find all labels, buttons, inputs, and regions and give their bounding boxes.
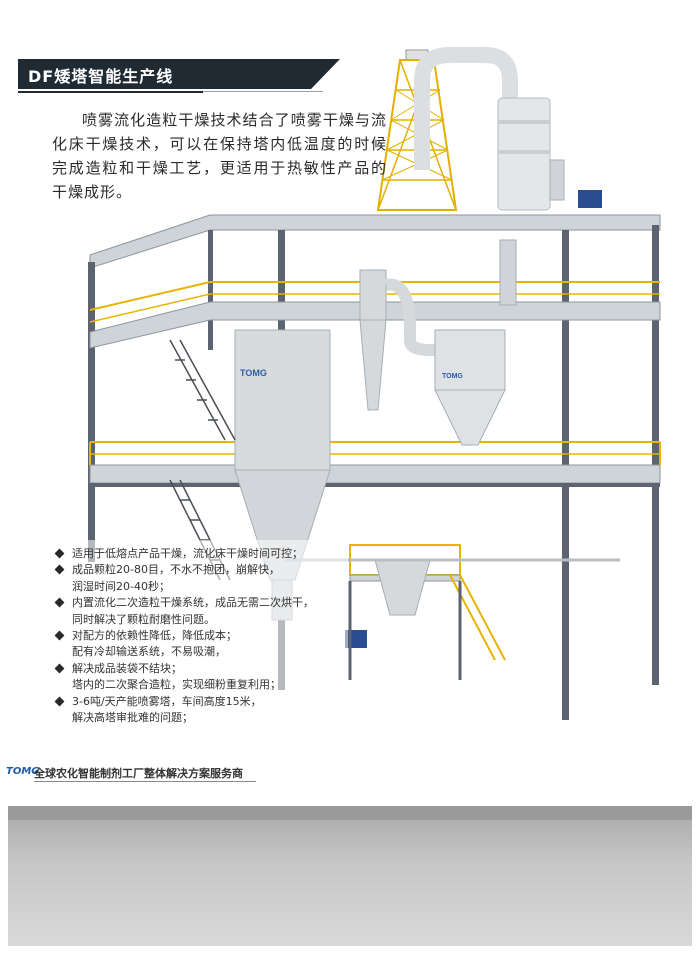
feature-line: 对配方的依赖性降低，降低成本；: [72, 629, 237, 643]
feature-item: 适用于低熔点产品干燥，流化床干燥时间可控；: [54, 546, 344, 562]
production-line-illustration: TOMG TOMG: [88, 47, 661, 720]
title-underline-thin: [203, 91, 323, 92]
diamond-bullet-icon: [54, 564, 65, 575]
feature-item: 解决成品装袋不结块； 塔内的二次聚合造粒，实现细粉重复利用；: [54, 661, 344, 694]
feature-line: 成品颗粒20-80目，不水不抱团，崩解快，: [72, 563, 280, 577]
feature-line: 同时解决了颗粒耐磨性问题。: [72, 612, 215, 626]
roof-slab: [89, 214, 661, 269]
feature-line: 适用于低熔点产品干燥，流化床干燥时间可控；: [72, 547, 303, 560]
footer-tagline: 全球农化智能制剂工厂整体解决方案服务商: [34, 767, 243, 780]
feature-item: 成品颗粒20-80目，不水不抱团，崩解快， 润湿时间20-40秒；: [54, 562, 344, 595]
features-backdrop: [48, 540, 348, 726]
feature-line: 解决高塔审批难的问题；: [72, 711, 193, 725]
diamond-bullet-icon: [54, 696, 65, 707]
title-banner: [18, 59, 340, 89]
page-title: DF矮塔智能生产线: [28, 67, 174, 86]
diamond-bullet-icon: [54, 597, 65, 608]
feature-line: 3-6吨/天产能喷雾塔，车间高度15米，: [72, 694, 262, 708]
feature-line: 塔内的二次聚合造粒，实现细粉重复利用；: [72, 678, 281, 692]
filter-brand-label: TOMG: [442, 373, 463, 380]
diamond-bullet-icon: [54, 663, 65, 674]
scan-gray-band: [8, 806, 692, 946]
feature-item: 内置流化二次造粒干燥系统，成品无需二次烘干， 同时解决了颗粒耐磨性问题。: [54, 595, 344, 628]
feature-line: 内置流化二次造粒干燥系统，成品无需二次烘干，: [72, 596, 314, 610]
diamond-bullet-icon: [54, 630, 65, 641]
footer-logo: TOMG: [6, 766, 40, 777]
tower-brand-label: TOMG: [240, 368, 267, 378]
diamond-bullet-icon: [54, 548, 65, 559]
feature-item: 3-6吨/天产能喷雾塔，车间高度15米， 解决高塔审批难的问题；: [54, 694, 344, 727]
feature-line: 配有冷却输送系统，不易吸潮，: [72, 645, 226, 659]
middle-floor: [89, 441, 661, 487]
footer-divider: [34, 781, 256, 782]
title-underline: [18, 91, 203, 93]
lower-platform: [345, 544, 506, 680]
feature-line: 解决成品装袋不结块；: [72, 661, 182, 675]
intro-paragraph: 喷雾流化造粒干燥技术结合了喷雾干燥与流化床干燥技术，可以在保持塔内低温度的时候完…: [52, 111, 387, 201]
feature-list: 适用于低熔点产品干燥，流化床干燥时间可控； 成品颗粒20-80目，不水不抱团，崩…: [54, 546, 344, 726]
cyclones: [359, 239, 517, 411]
feature-line: 润湿时间20-40秒；: [72, 579, 170, 593]
scan-gray-band-edge: [8, 806, 692, 820]
scrubber-tower: [414, 47, 602, 211]
feature-item: 对配方的依赖性降低，降低成本； 配有冷却输送系统，不易吸潮，: [54, 628, 344, 661]
bag-filter: TOMG: [434, 329, 506, 446]
